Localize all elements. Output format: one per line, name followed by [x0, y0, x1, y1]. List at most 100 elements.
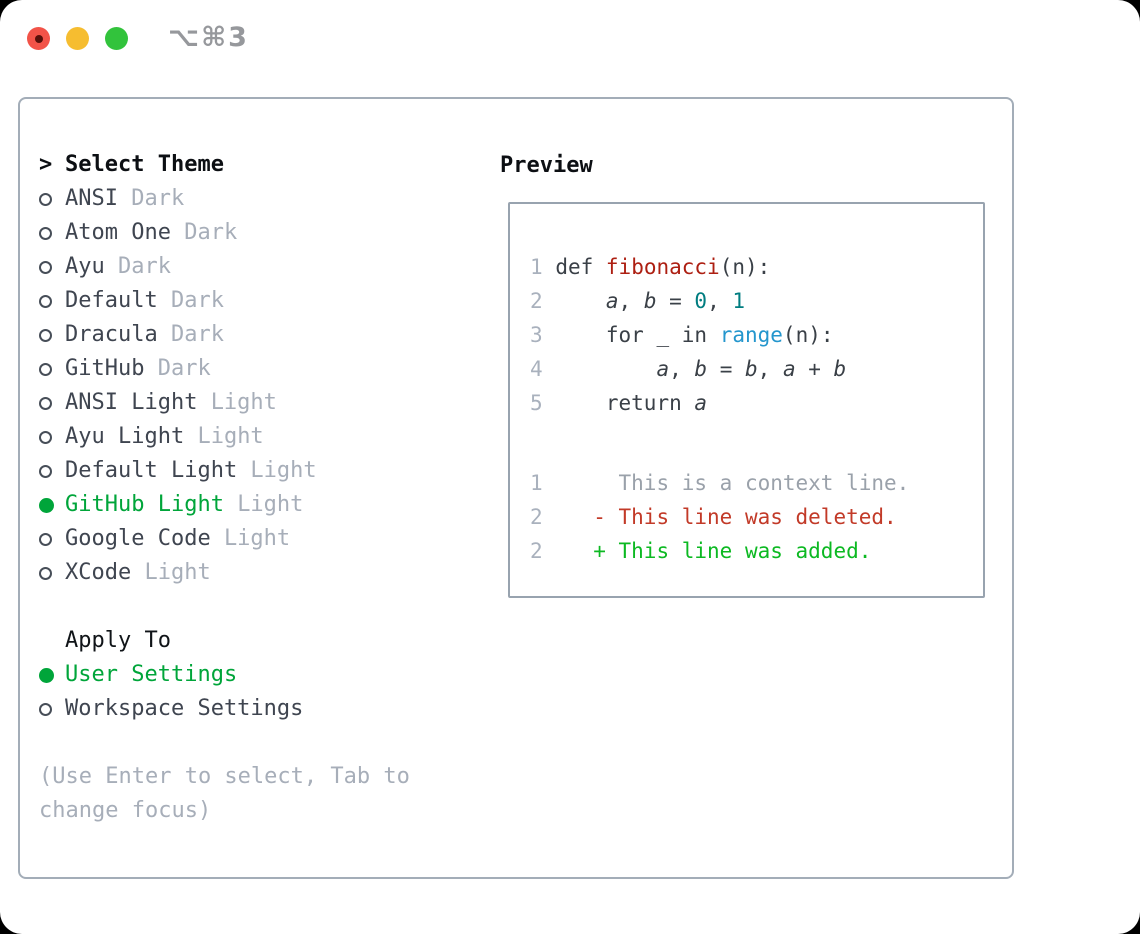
code-token-variable: b: [833, 357, 847, 381]
code-token-added: + This line was added.: [593, 539, 872, 563]
radio-icon: [39, 362, 52, 376]
theme-name: GitHub: [65, 356, 145, 381]
theme-variant: Light: [223, 526, 291, 551]
spacer: [39, 590, 441, 624]
code-line: 4 a, b = b, a + b: [530, 352, 846, 386]
code-token-plain: ,: [707, 289, 733, 313]
code-token-plain: ,: [757, 357, 783, 381]
code-token-keyword: def: [555, 255, 594, 279]
code-token-variable: b: [694, 357, 708, 381]
preview-heading: Preview: [500, 152, 593, 178]
apply-option-user-settings[interactable]: User Settings: [39, 658, 441, 692]
theme-variant: Dark: [170, 288, 224, 313]
code-token-plain: =: [707, 357, 745, 381]
code-token-keyword: in: [681, 323, 708, 347]
code-token-variable: a: [782, 357, 796, 381]
theme-name: Dracula: [65, 322, 158, 347]
radio-icon: [39, 226, 52, 240]
theme-name: ANSI: [65, 186, 118, 211]
close-button[interactable]: [27, 27, 50, 50]
theme-option-default-light[interactable]: Default Light Light: [39, 454, 441, 488]
line-number: 2: [530, 505, 543, 529]
marker: [39, 362, 65, 376]
zoom-button[interactable]: [105, 27, 128, 50]
marker: [39, 566, 65, 580]
marker: [39, 192, 65, 206]
theme-variant: Light: [210, 390, 277, 415]
minimize-button[interactable]: [66, 27, 89, 50]
diff-line: 1 This is a context line.: [530, 466, 909, 500]
marker: [39, 226, 65, 240]
code-token-context: This is a context line.: [618, 471, 910, 495]
code-token-plain: [543, 255, 556, 279]
theme-variant: Light: [197, 424, 264, 449]
select-theme-title: Select Theme: [65, 152, 224, 177]
theme-name: Default Light: [65, 458, 238, 483]
marker: [39, 497, 65, 513]
theme-variant: Dark: [157, 356, 211, 381]
radio-selected-icon: [39, 667, 54, 683]
apply-to-heading: Apply To: [39, 624, 441, 658]
code-token-plain: =: [656, 289, 695, 313]
code-token-plain: ,: [618, 289, 644, 313]
code-line: 2 a, b = 0, 1: [530, 284, 846, 318]
code-token-variable: a: [656, 357, 670, 381]
code-token-plain: [543, 471, 619, 495]
code-token-builtin: range: [719, 323, 783, 347]
theme-option-default[interactable]: Default Dark: [39, 284, 441, 318]
code-token-plain: [543, 323, 606, 347]
line-number: 4: [530, 357, 543, 381]
code-token-plain: ,: [669, 357, 695, 381]
code-token-plain: [707, 323, 720, 347]
code-token-keyword: return: [605, 391, 682, 415]
line-number: 2: [530, 289, 543, 313]
code-token-plain: [543, 539, 594, 563]
radio-icon: [39, 430, 52, 444]
line-number: 1: [530, 471, 543, 495]
code-token-deleted: - This line was deleted.: [593, 505, 897, 529]
theme-name: Atom One: [65, 220, 171, 245]
marker: [39, 532, 65, 546]
theme-option-github[interactable]: GitHub Dark: [39, 352, 441, 386]
code-line: 1 def fibonacci(n):: [530, 250, 846, 284]
marker: [39, 328, 65, 342]
theme-variant: Light: [237, 492, 304, 517]
theme-option-ayu-light[interactable]: Ayu Light Light: [39, 420, 441, 454]
close-dot-icon: [34, 34, 43, 43]
code-token-keyword: for: [605, 323, 644, 347]
theme-name: Ayu Light: [65, 424, 185, 449]
code-token-plain: [543, 357, 657, 381]
apply-option-workspace-settings[interactable]: Workspace Settings: [39, 692, 441, 726]
keyboard-hint: (Use Enter to select, Tab to change focu…: [39, 764, 410, 823]
theme-variant: Dark: [170, 322, 224, 347]
marker: [39, 667, 65, 683]
theme-option-dracula[interactable]: Dracula Dark: [39, 318, 441, 352]
spacer: [39, 726, 441, 760]
radio-icon: [39, 702, 52, 716]
code-token-plain: [543, 505, 594, 529]
apply-to-title: Apply To: [65, 628, 171, 653]
code-token-plain: [543, 289, 606, 313]
code-token-number: 0: [694, 289, 708, 313]
theme-variant: Light: [144, 560, 211, 585]
marker: [39, 396, 65, 410]
code-token-plain: [593, 255, 606, 279]
diff-preview: 1 This is a context line. 2 - This line w…: [530, 466, 909, 568]
theme-variant: Light: [250, 458, 317, 483]
marker: [39, 294, 65, 308]
radio-icon: [39, 464, 52, 478]
theme-name: Default: [65, 288, 158, 313]
prompt-icon: >: [39, 152, 53, 177]
radio-selected-icon: [39, 497, 54, 513]
